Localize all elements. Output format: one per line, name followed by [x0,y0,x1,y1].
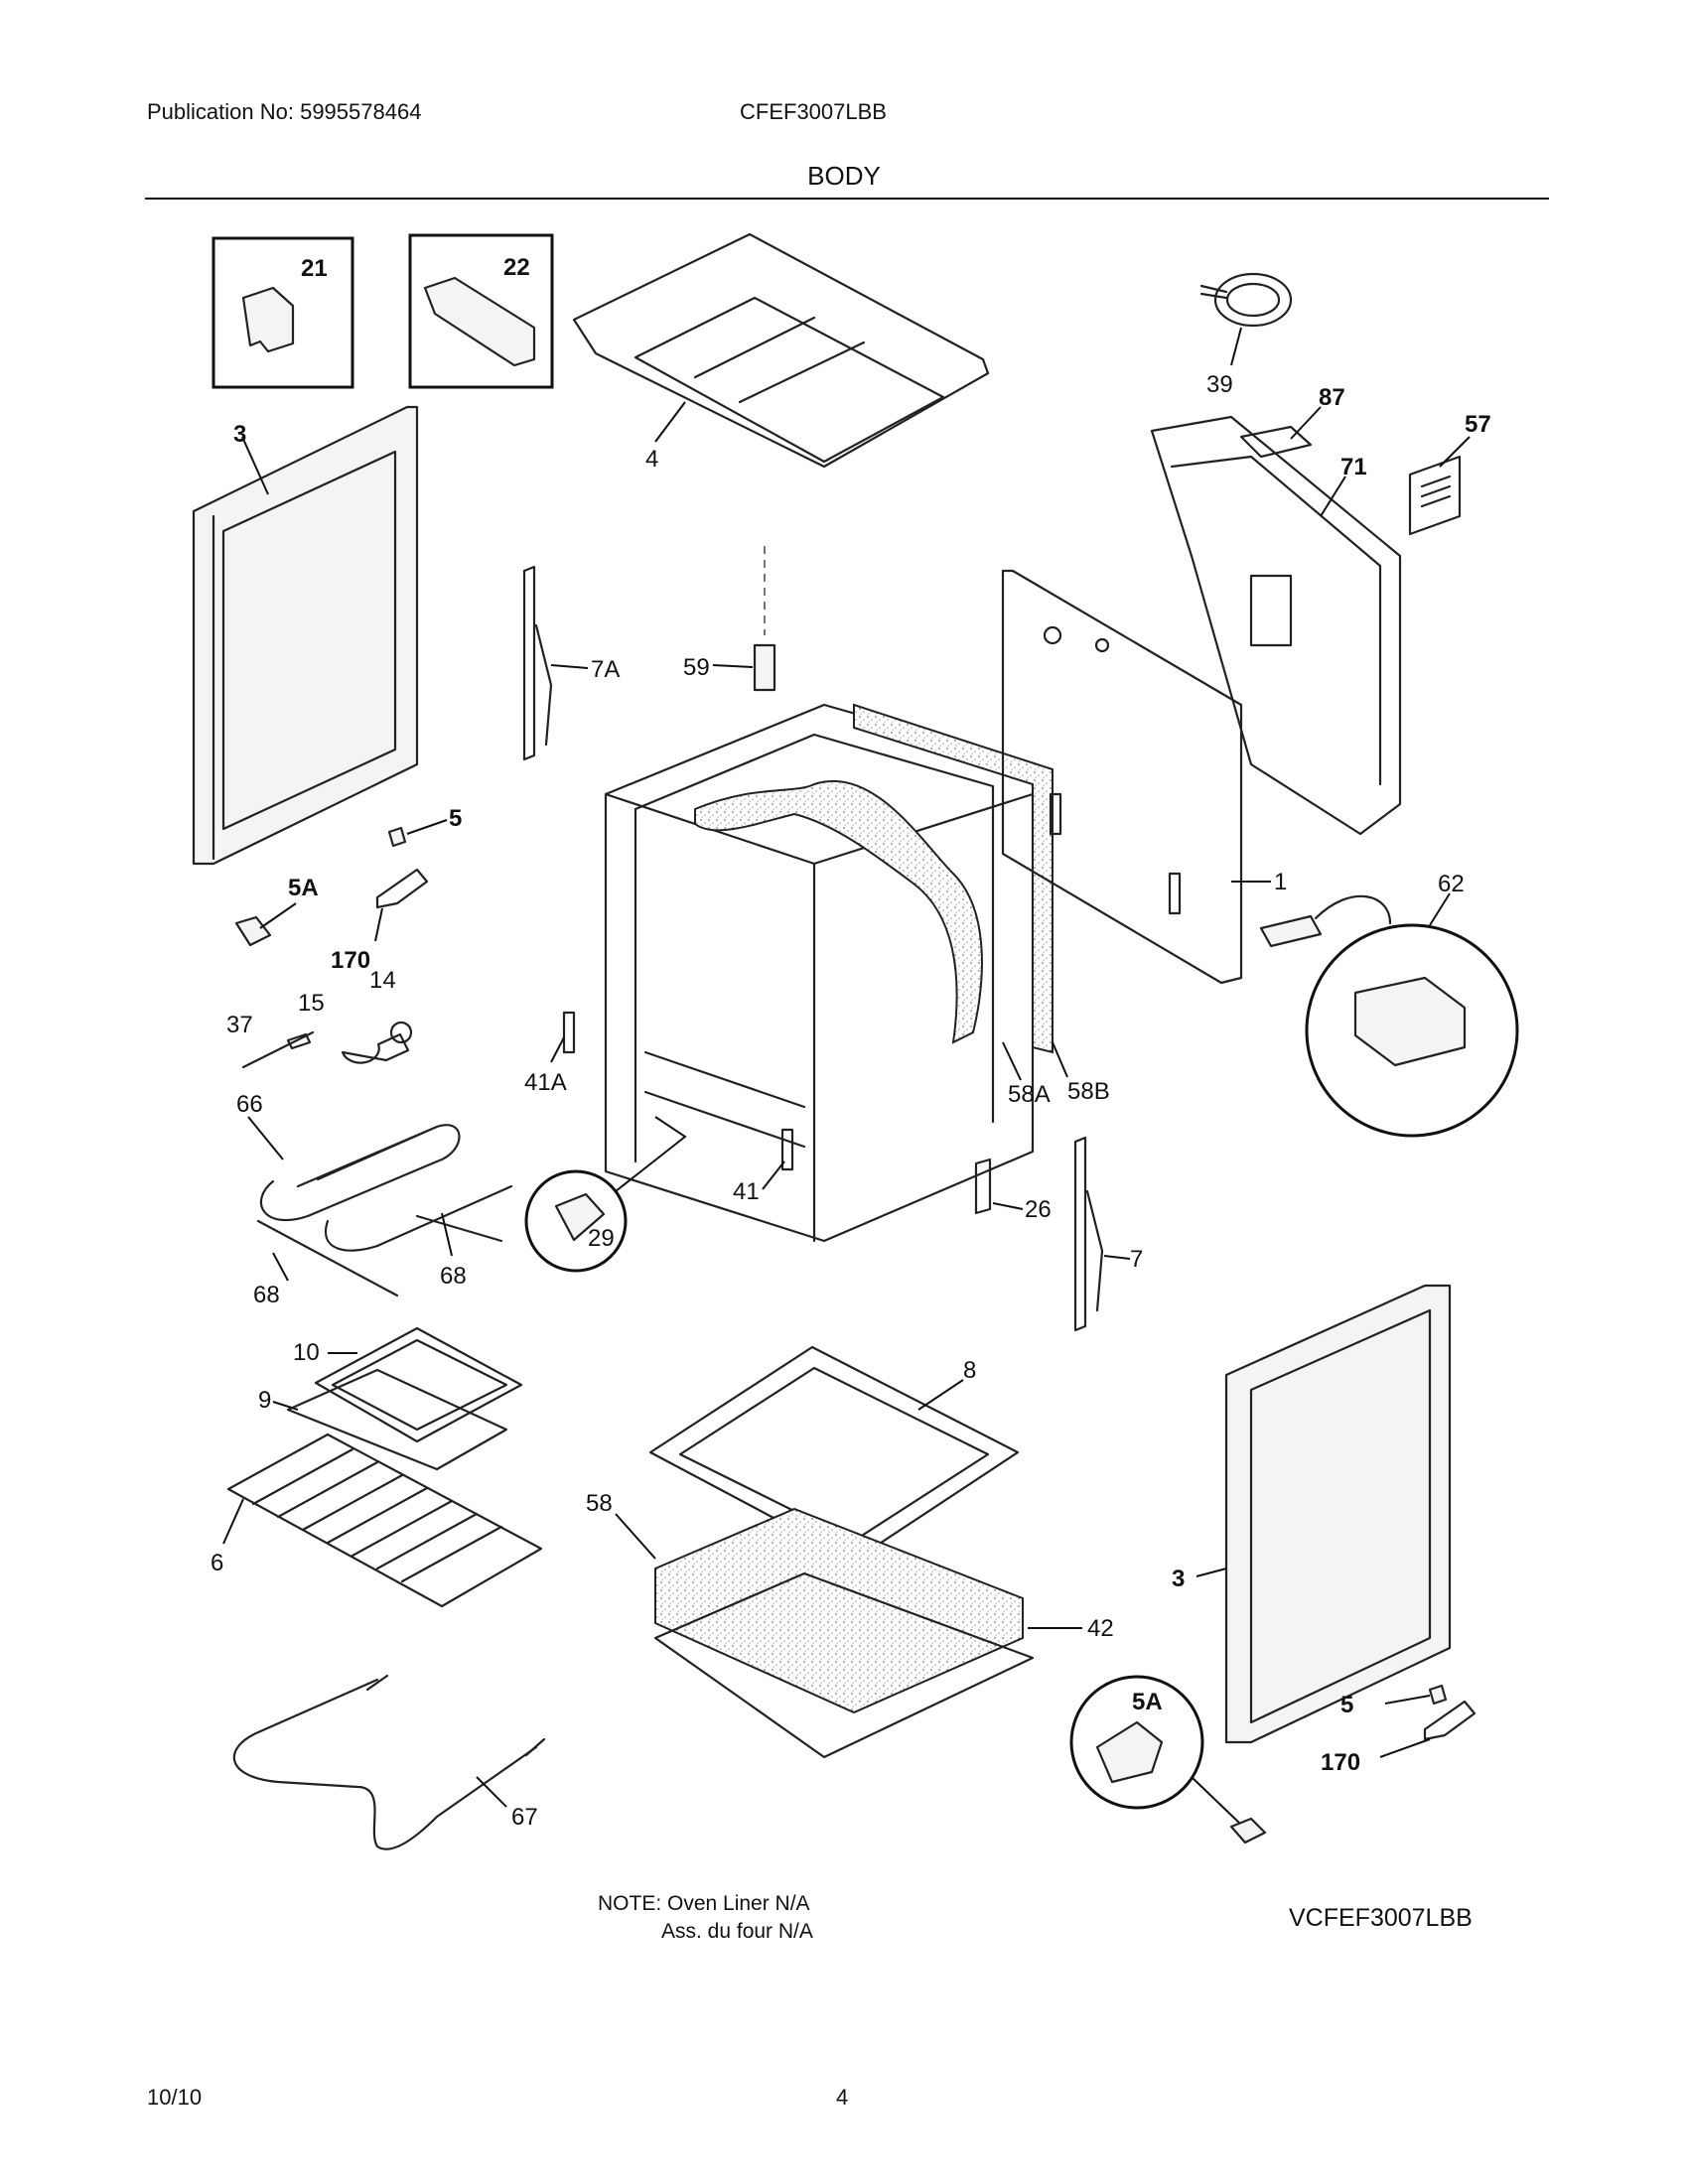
note-line-1: NOTE: Oven Liner N/A [598,1892,810,1915]
callout-26: 26 [1025,1196,1052,1223]
part-9-broil-pan: 9 [258,1368,508,1471]
callout-29: 29 [588,1225,615,1252]
part-62-terminal-block: 62 [1259,871,1519,1138]
callout-62: 62 [1438,871,1465,897]
callout-39: 39 [1206,371,1233,398]
callout-170-right: 170 [1321,1749,1360,1776]
callout-68-right: 68 [440,1263,467,1290]
part-5-right-screw: 5 [1340,1684,1448,1718]
part-66-broil-element: 66 [236,1091,513,1252]
callout-10: 10 [293,1339,320,1366]
part-67-bake-element: 67 [232,1674,546,1850]
callout-58A: 58A [1008,1081,1051,1108]
callout-7A: 7A [591,656,620,683]
callout-57: 57 [1465,411,1491,438]
callout-41A: 41A [524,1069,567,1096]
callout-42: 42 [1087,1615,1114,1642]
part-14-15-lamp: 15 14 [298,967,413,1064]
part-5A-left-hinge-receiver: 5A [234,875,319,947]
inset-box-21: 21 [211,236,354,389]
callout-59: 59 [683,654,710,681]
part-87-bracket: 87 [1239,384,1345,459]
callout-41: 41 [733,1178,760,1205]
part-3-left-side-panel: 3 [192,405,419,866]
callout-37: 37 [226,1012,253,1038]
note-line-2: Ass. du four N/A [661,1920,813,1943]
part-7-door-hinge: 7 [1073,1136,1143,1332]
callout-3-left: 3 [233,421,246,448]
page-number: 4 [836,2085,849,2110]
part-41A-rack-support: 41A [524,1011,576,1096]
callout-67: 67 [511,1804,538,1831]
callout-5A-left: 5A [288,875,319,901]
part-42-bottom-panel: 42 [653,1571,1114,1759]
part-5-left-screw: 5 [387,805,462,848]
footer-date: 10/10 [147,2085,203,2110]
part-7A-door-hinge: 7A [522,565,620,761]
part-58A-58B-insulation: 58A 58B [694,703,1110,1108]
callout-58B: 58B [1067,1078,1110,1105]
part-1-rear-panel: 1 [1001,569,1287,985]
part-59-leveling-leg: 59 [683,546,776,692]
callout-5A-right: 5A [1132,1689,1163,1715]
part-57-vent-cover: 57 [1408,411,1491,536]
part-39-power-cord: 39 [1199,272,1293,398]
part-29-inset: 29 [524,1116,687,1273]
callout-7: 7 [1130,1246,1143,1273]
callout-15: 15 [298,990,325,1017]
callout-58: 58 [586,1490,613,1517]
callout-71: 71 [1340,454,1367,480]
part-58-insulation-pad: 58 [586,1490,1024,1714]
part-26-hinge-plate: 26 [974,1158,1052,1223]
callout-9: 9 [258,1387,271,1414]
callout-5-left: 5 [449,805,462,832]
publication-number: Publication No: 5995578464 [147,99,422,124]
part-21-bracket [241,286,295,353]
callout-4: 4 [645,446,658,473]
callout-66: 66 [236,1091,263,1118]
part-71-back-panel: 71 [1150,415,1402,836]
part-37-sensor: 37 [226,1012,315,1069]
callout-87: 87 [1319,384,1345,411]
section-title: BODY [807,161,881,191]
part-170-left-bracket: 170 [331,868,429,974]
callout-22: 22 [503,254,530,281]
part-3-right-side-panel: 3 [1172,1284,1452,1744]
callout-6: 6 [211,1550,223,1576]
part-170-right-bracket: 170 [1321,1700,1477,1776]
callout-8: 8 [963,1357,976,1384]
callout-14: 14 [369,967,396,994]
model-number: CFEF3007LBB [740,99,887,124]
part-4-top-panel: 4 [572,232,990,473]
part-10-broil-pan-insert: 10 [293,1326,523,1443]
part-68-probe-wires: 68 68 [253,1212,503,1308]
part-22-bracket [423,276,536,367]
inset-box-22: 22 [408,233,554,389]
callout-5-right: 5 [1340,1692,1353,1718]
part-6-oven-rack: 6 [211,1433,543,1608]
callout-170-left: 170 [331,947,370,974]
part-41-rack-support: 41 [733,1128,794,1205]
callout-21: 21 [301,255,328,282]
part-5A-right-inset: 5A [1069,1675,1267,1844]
oven-liner-note: NOTE: Oven Liner N/A Ass. du four N/A [598,1890,813,1946]
callout-3-right: 3 [1172,1566,1185,1592]
callout-1: 1 [1274,869,1287,895]
diagram-code: VCFEF3007LBB [1289,1904,1473,1932]
callout-68-left: 68 [253,1282,280,1308]
header-rule [145,198,1549,200]
